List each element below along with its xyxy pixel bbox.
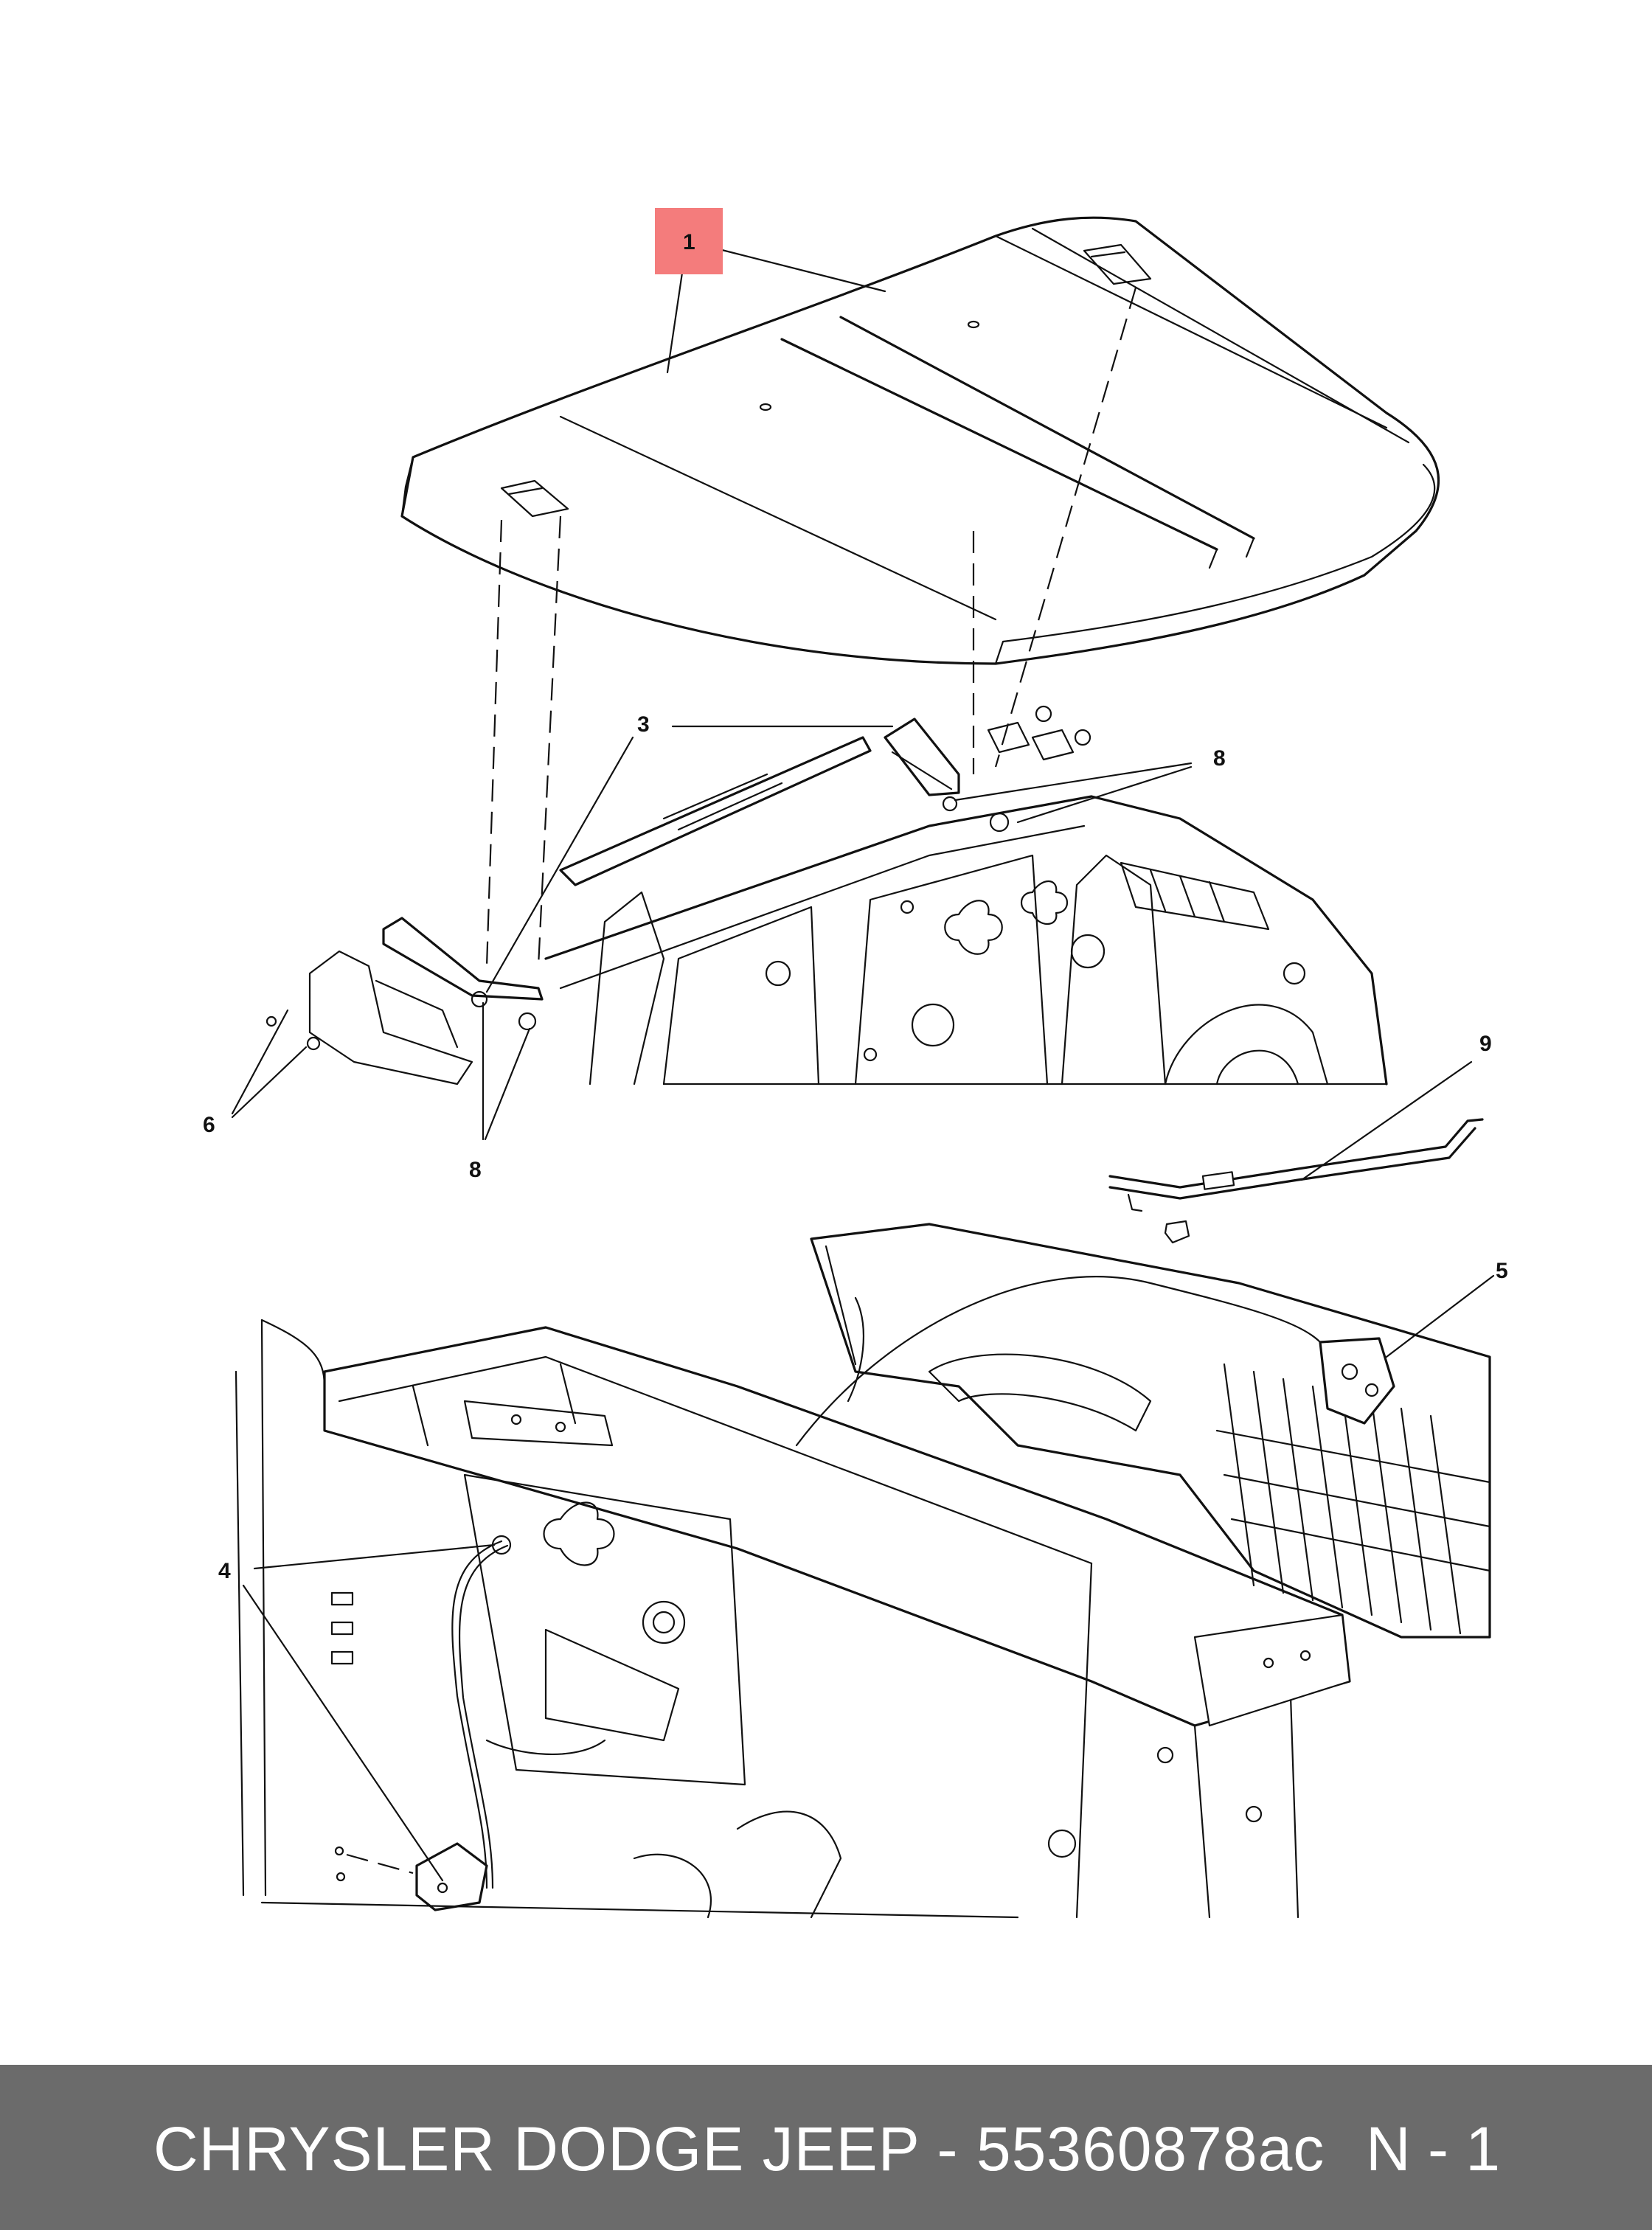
callout-3-label[interactable]: 3 — [637, 712, 650, 737]
callout-4-label[interactable]: 4 — [218, 1559, 231, 1583]
parts-diagram: 1 3 8 6 8 9 5 4 — [203, 208, 1508, 1919]
footer-bar: CHRYSLER DODGE JEEP - 55360878ac N - 1 — [0, 2065, 1652, 2230]
callout-6-label[interactable]: 6 — [203, 1113, 215, 1137]
callout-5-label[interactable]: 5 — [1496, 1259, 1508, 1283]
callout-1-label: 1 — [683, 230, 695, 254]
callout-8-lower-label[interactable]: 8 — [469, 1158, 482, 1182]
hood-panel — [400, 216, 1440, 967]
cowl-upper-assembly — [266, 705, 1388, 1086]
part-number-text: CHRYSLER DODGE JEEP - 55360878ac — [153, 2114, 1325, 2184]
front-end-structure — [235, 1223, 1491, 1919]
page-label: N - 1 — [1366, 2114, 1501, 2184]
hood-prop-rod — [1108, 1118, 1484, 1244]
callout-1-highlight — [655, 208, 723, 274]
leader-lines — [231, 248, 1495, 1882]
callout-9-label[interactable]: 9 — [1479, 1032, 1492, 1056]
callout-8-upper-label[interactable]: 8 — [1213, 746, 1226, 771]
callout-1[interactable]: 1 — [655, 208, 723, 274]
